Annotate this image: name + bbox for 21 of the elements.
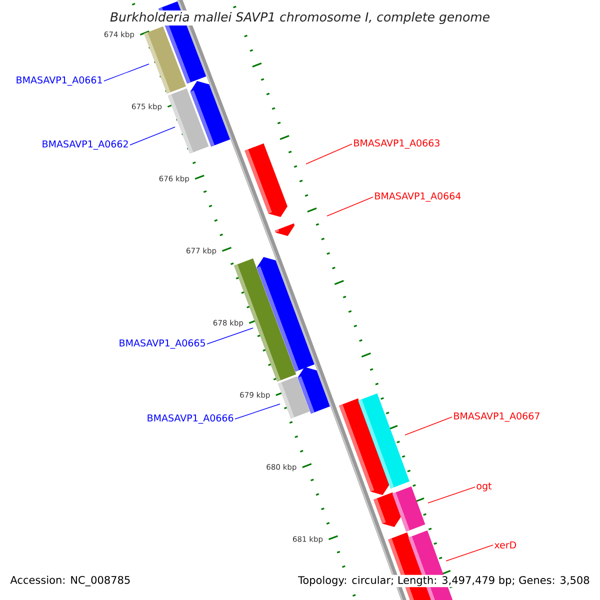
leader-line — [446, 544, 494, 562]
leader-line — [428, 486, 476, 504]
gene-label: BMASAVP1_A0667 — [454, 412, 540, 422]
gene-label: BMASAVP1_A0663 — [354, 139, 440, 149]
leader-line — [234, 404, 280, 420]
genome-info-label: Topology: circular; Length: 3,497,479 bp; Genes: 3,508 — [297, 574, 591, 588]
gene-label: BMASAVP1_A0661 — [16, 76, 102, 86]
leader-line — [326, 196, 374, 216]
gene-label: BMASAVP1_A0666 — [148, 414, 234, 424]
gene-label: xerD — [494, 541, 516, 549]
title: Burkholderia mallei SAVP1 chromosome I, complete genome — [108, 10, 492, 26]
leader-line — [104, 64, 150, 82]
accession-label: Accession: NC_008785 — [9, 574, 132, 588]
leader-line — [306, 144, 352, 164]
gene-label: BMASAVP1_A0664 — [375, 192, 461, 202]
gene-label: BMASAVP1_A0665 — [120, 339, 205, 349]
gene-label: BMASAVP1_A0662 — [42, 140, 128, 150]
gene-label: ogt — [476, 482, 492, 492]
leader-line — [206, 328, 254, 344]
leader-line — [130, 126, 176, 146]
leader-line — [404, 416, 452, 436]
